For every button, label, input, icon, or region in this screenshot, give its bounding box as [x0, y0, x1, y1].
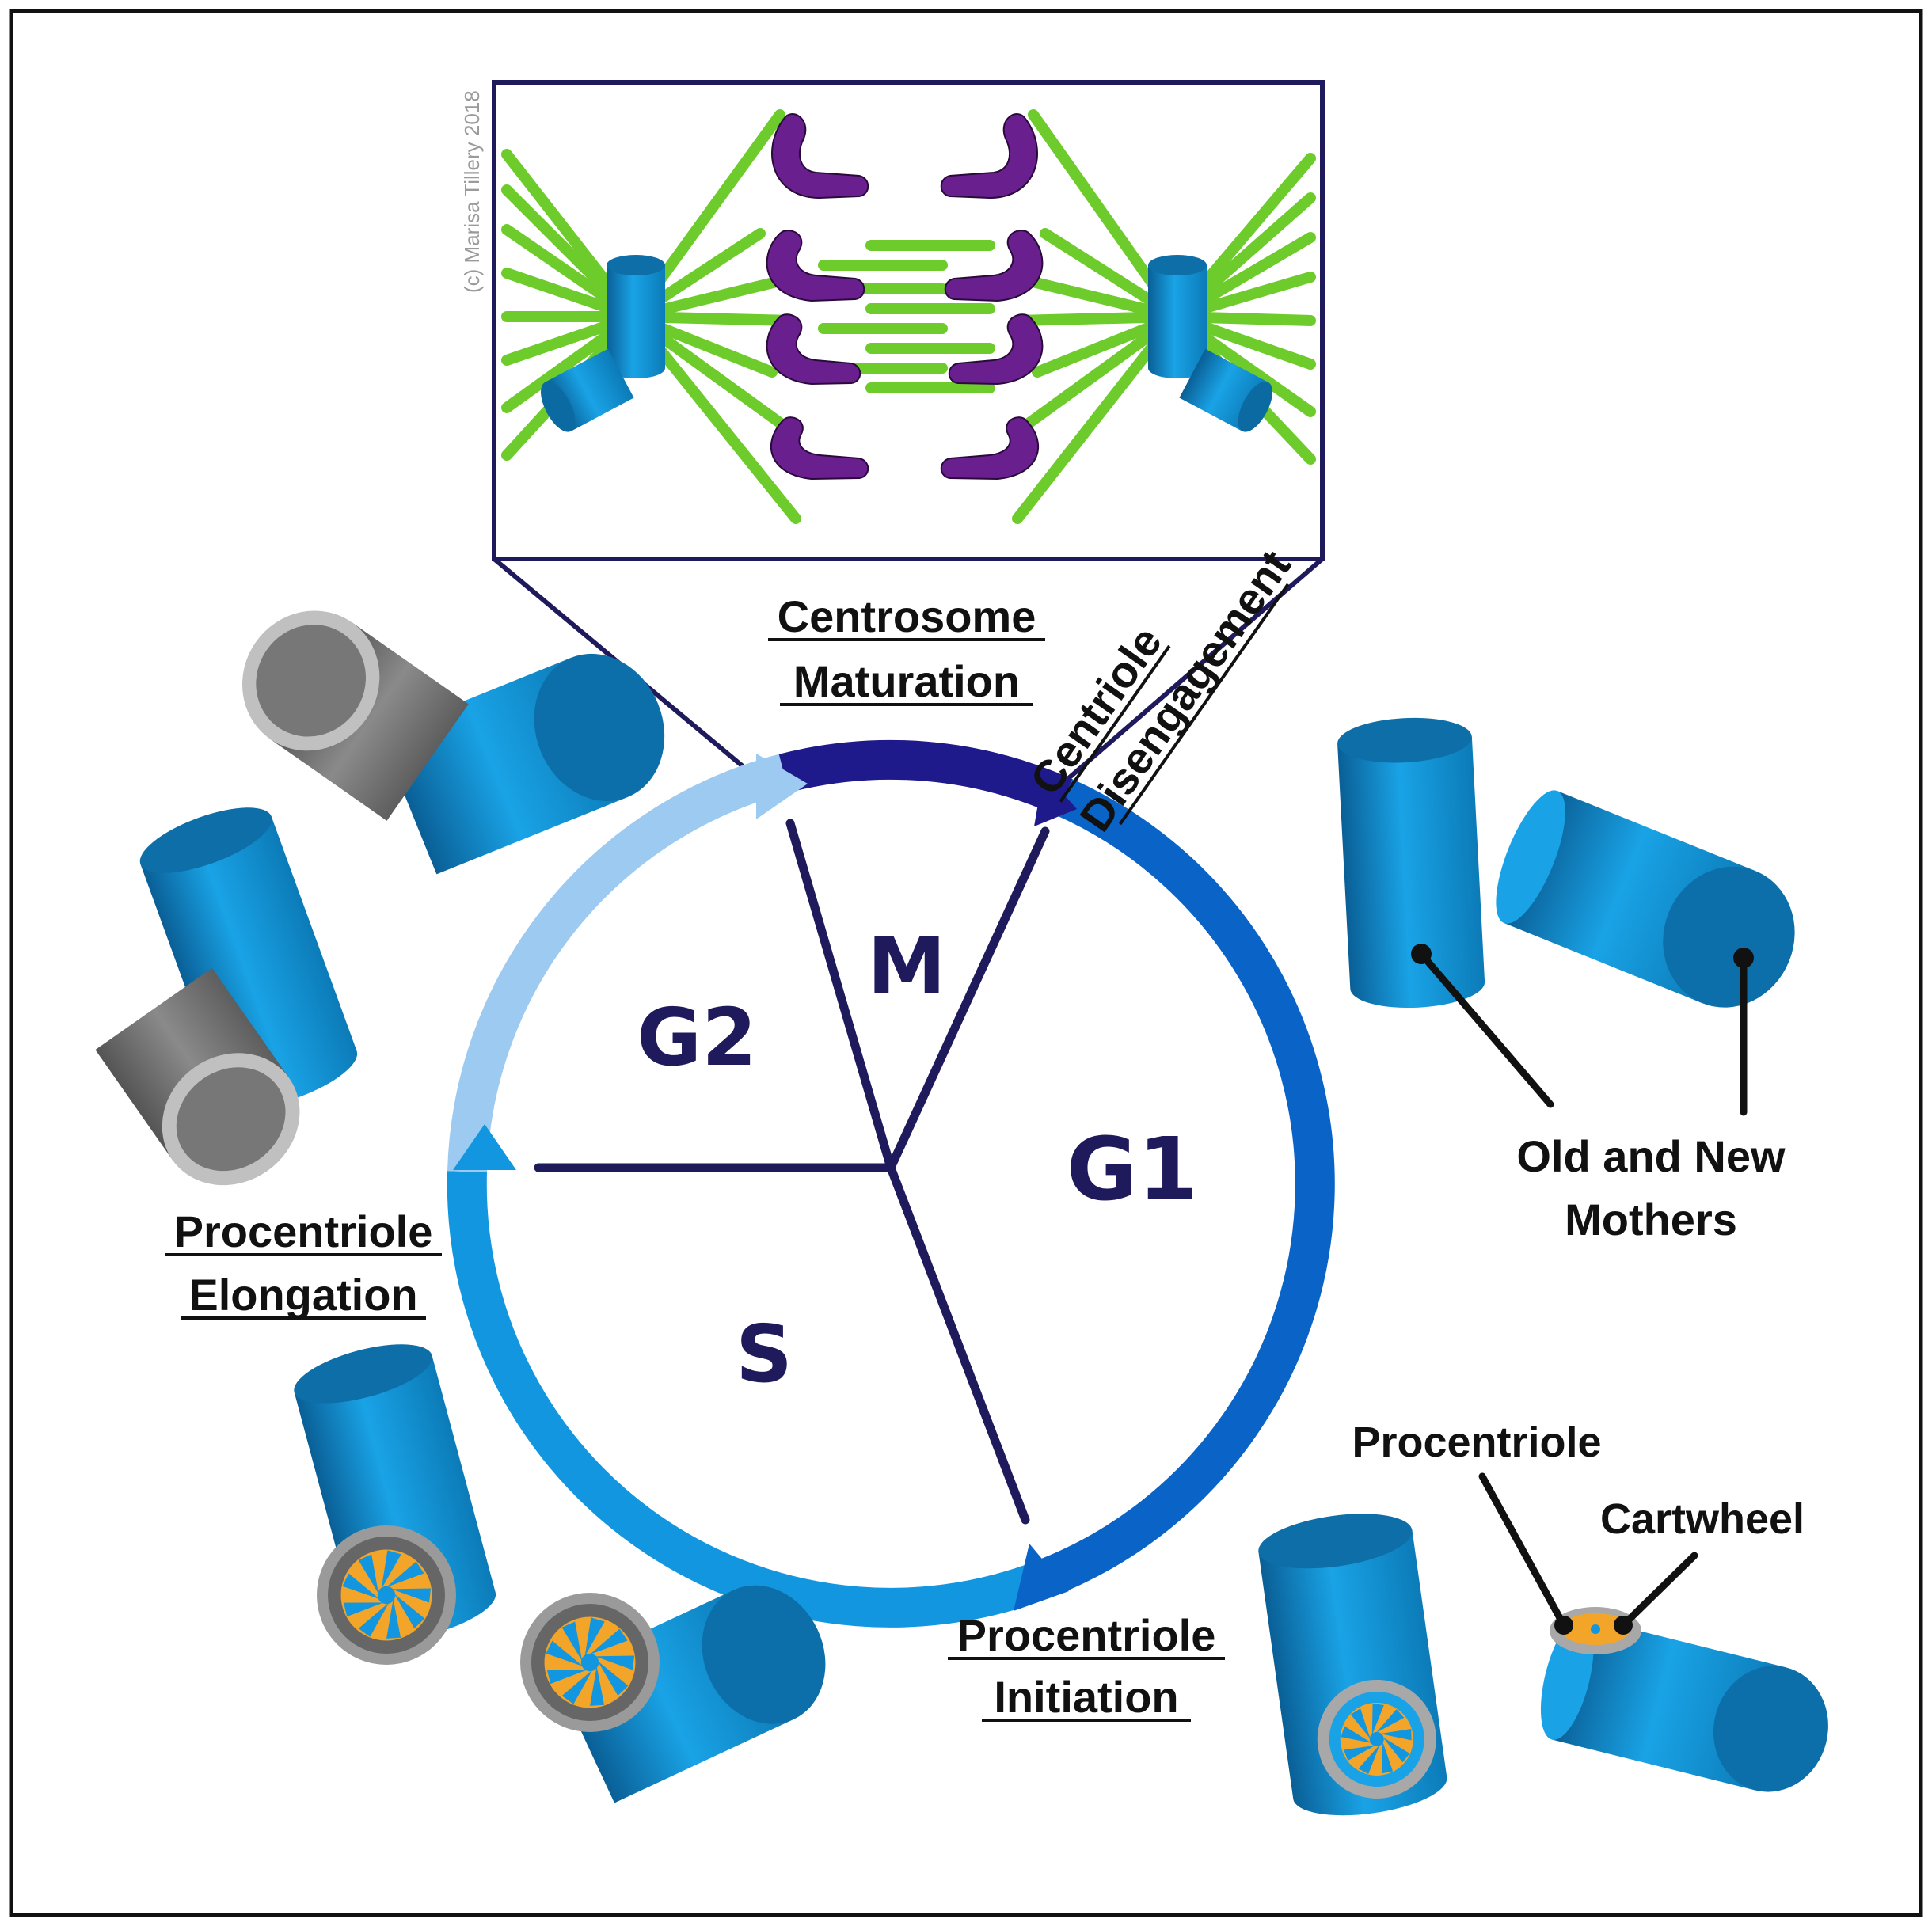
s-procentriole-2: [520, 1593, 660, 1732]
initiation-centriole-tilted: [1540, 1616, 1828, 1792]
phase-g2-label: G2: [637, 991, 757, 1084]
phase-g1-label: G1: [1067, 1119, 1199, 1220]
chromosomes: [766, 113, 1044, 481]
centrosome-maturation-line2: Maturation: [793, 656, 1020, 706]
procentriole-initiation-line1: Procentriole: [957, 1610, 1216, 1660]
s-procentriole-1: [317, 1525, 456, 1665]
mother-centrioles: Old and New Mothers: [1337, 717, 1795, 1244]
procentriole-elongation-line2: Elongation: [188, 1270, 417, 1320]
initiation-pair: Procentriole Cartwheel: [1258, 1419, 1828, 1816]
copyright-credit: (c) Marisa Tillery 2018: [460, 90, 484, 293]
phase-s-label: S: [736, 1308, 793, 1400]
arc-s: [447, 1171, 1057, 1628]
label-procentriole-initiation: Procentriole Initiation: [948, 1610, 1225, 1722]
g2-pair: [95, 610, 665, 1186]
procentriole-callout-label: Procentriole: [1352, 1419, 1601, 1466]
arc-g2: [447, 754, 789, 1172]
procentriole-initiation-line2: Initiation: [994, 1672, 1178, 1722]
inset-centriole-pair-left: [541, 255, 665, 432]
mother-centriole-tilted: [1496, 790, 1795, 1008]
arrowhead-s: [453, 1124, 516, 1170]
mothers-label-line1: Old and New: [1516, 1131, 1786, 1181]
s-phase-pair: [294, 1344, 826, 1803]
g2-procentriole-top: [242, 610, 469, 821]
arc-m: [778, 739, 1073, 815]
mother-centriole-vertical: [1337, 717, 1485, 1009]
phase-dividers: [534, 819, 1050, 1525]
inset-centriole-pair-right: [1148, 255, 1272, 432]
g2-procentriole-left: [95, 967, 300, 1186]
label-centrosome-maturation: Centrosome Maturation: [768, 591, 1045, 706]
s-centriole-tilted: [553, 1585, 826, 1803]
phase-m-label: M: [867, 920, 946, 1012]
arrowhead-m: [1034, 772, 1077, 826]
label-procentriole-elongation: Procentriole Elongation: [165, 1206, 442, 1320]
arrowhead-g1: [1014, 1544, 1069, 1611]
procentriole-elongation-line1: Procentriole: [174, 1206, 433, 1256]
arrowhead-g2: [756, 754, 808, 819]
mothers-label-line2: Mothers: [1565, 1195, 1737, 1244]
spindle-inset: (c) Marisa Tillery 2018: [460, 80, 1325, 561]
initiation-centriole-vertical: [1258, 1514, 1447, 1816]
centrosome-maturation-line1: Centrosome: [778, 591, 1036, 641]
cartwheel-callout-label: Cartwheel: [1600, 1495, 1805, 1543]
g2-centriole-left: [139, 807, 358, 1107]
cell-cycle-wheel: M G2 G1 S: [447, 739, 1335, 1628]
arc-g1: [1041, 779, 1335, 1596]
